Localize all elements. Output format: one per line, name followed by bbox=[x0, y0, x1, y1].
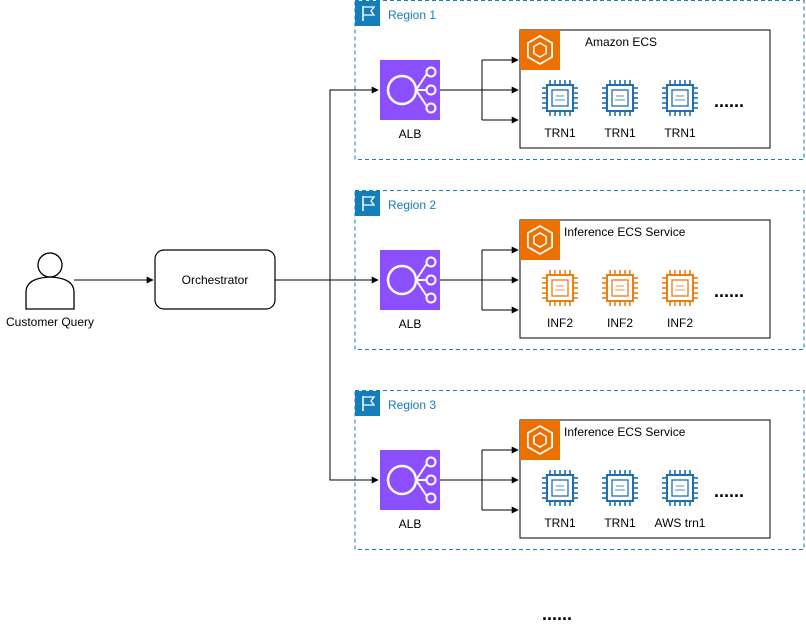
region-flag-icon bbox=[355, 391, 380, 416]
chip-icon bbox=[602, 80, 638, 116]
region-flag-icon bbox=[355, 1, 380, 26]
orchestrator-label: Orchestrator bbox=[182, 273, 249, 287]
region-frame bbox=[354, 0, 805, 160]
alb-icon bbox=[380, 250, 440, 310]
chip-label: INF2 bbox=[607, 316, 633, 330]
chip-label: AWS trn1 bbox=[655, 516, 706, 530]
region-flag-icon bbox=[355, 191, 380, 216]
alb-connectors bbox=[440, 446, 519, 514]
chip-icon bbox=[542, 270, 578, 306]
customer-label: Customer Query bbox=[6, 315, 94, 329]
alb-connectors bbox=[440, 56, 519, 124]
ecs-icon bbox=[520, 420, 560, 460]
more-regions-ellipsis: ...... bbox=[542, 604, 572, 624]
service-label: Inference ECS Service bbox=[564, 225, 686, 239]
user-icon bbox=[25, 252, 75, 310]
chip-label: TRN1 bbox=[664, 126, 696, 140]
chip-icon bbox=[602, 470, 638, 506]
ecs-icon bbox=[520, 220, 560, 260]
chip-icon bbox=[662, 80, 698, 116]
chip-icon bbox=[542, 470, 578, 506]
alb-label: ALB bbox=[399, 317, 422, 331]
customer-node: Customer Query bbox=[6, 252, 94, 329]
region-frame bbox=[354, 390, 805, 550]
region-label: Region 2 bbox=[388, 198, 436, 212]
instances-ellipsis: ...... bbox=[714, 281, 744, 301]
service-label: Amazon ECS bbox=[585, 35, 657, 49]
region-label: Region 1 bbox=[388, 8, 436, 22]
alb-label: ALB bbox=[399, 517, 422, 531]
chip-icon bbox=[662, 470, 698, 506]
chip-label: INF2 bbox=[667, 316, 693, 330]
alb-connectors bbox=[440, 246, 519, 314]
chip-label: INF2 bbox=[547, 316, 573, 330]
service-label: Inference ECS Service bbox=[564, 425, 686, 439]
chip-icon bbox=[662, 270, 698, 306]
alb-label: ALB bbox=[399, 127, 422, 141]
instances-ellipsis: ...... bbox=[714, 481, 744, 501]
chip-label: TRN1 bbox=[604, 126, 636, 140]
orchestrator-node: Orchestrator bbox=[154, 249, 276, 310]
chip-icon bbox=[602, 270, 638, 306]
region-frame bbox=[354, 190, 805, 350]
chip-label: TRN1 bbox=[544, 126, 576, 140]
region-group: Region 1 ALB Amazon ECS TRN1 TRN1 TRN1...... bbox=[354, 0, 805, 160]
chip-label: TRN1 bbox=[544, 516, 576, 530]
instances-ellipsis: ...... bbox=[714, 91, 744, 111]
alb-icon bbox=[380, 450, 440, 510]
connectors-main bbox=[74, 86, 379, 484]
alb-icon bbox=[380, 60, 440, 120]
chip-icon bbox=[542, 80, 578, 116]
region-label: Region 3 bbox=[388, 398, 436, 412]
chip-label: TRN1 bbox=[604, 516, 636, 530]
ecs-icon bbox=[520, 30, 560, 70]
